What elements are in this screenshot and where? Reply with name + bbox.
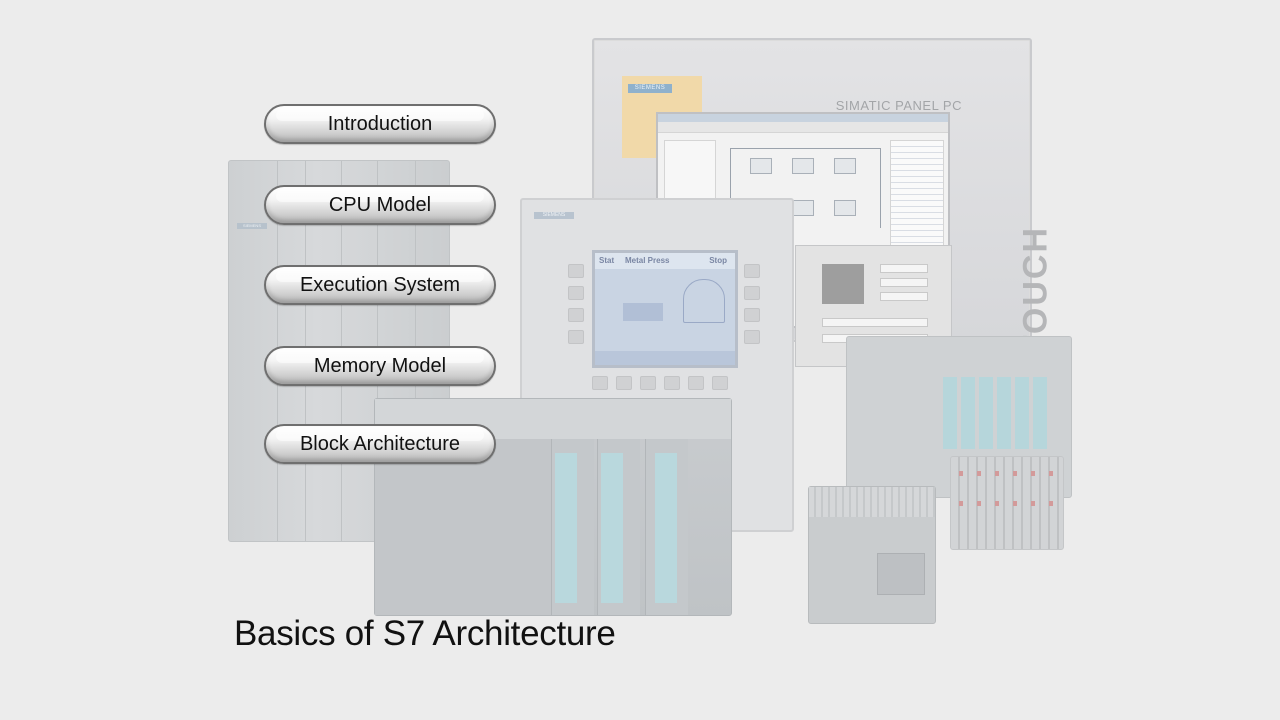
memory-model-button-label: Memory Model xyxy=(313,355,447,377)
memory-model-button[interactable]: Memory Model xyxy=(264,346,496,386)
panel-brand-logo: SIEMENS xyxy=(628,84,672,93)
hmi-brand-logo: SIEMENS xyxy=(534,212,574,219)
introduction-button-label: Introduction xyxy=(327,113,433,135)
cpu-model-button[interactable]: CPU Model xyxy=(264,185,496,225)
s7-200-plc-image xyxy=(808,486,936,624)
hmi-screen-stat: Stat xyxy=(599,256,615,265)
hmi-screen-title: Metal Press xyxy=(625,256,670,265)
hmi-screen: Stat Metal Press Stop xyxy=(592,250,738,368)
panel-pc-label: SIMATIC PANEL PC xyxy=(835,98,962,113)
terminal-block-image xyxy=(950,456,1064,550)
hmi-screen-stop: Stop xyxy=(709,256,727,265)
execution-system-button-label: Execution System xyxy=(299,274,461,296)
block-architecture-button[interactable]: Block Architecture xyxy=(264,424,496,464)
introduction-button[interactable]: Introduction xyxy=(264,104,496,144)
rack-brand-logo: SIEMENS xyxy=(237,223,267,229)
cpu-model-button-label: CPU Model xyxy=(328,194,432,216)
page-title: Basics of S7 Architecture xyxy=(234,614,616,653)
block-architecture-button-label: Block Architecture xyxy=(299,433,461,455)
execution-system-button[interactable]: Execution System xyxy=(264,265,496,305)
